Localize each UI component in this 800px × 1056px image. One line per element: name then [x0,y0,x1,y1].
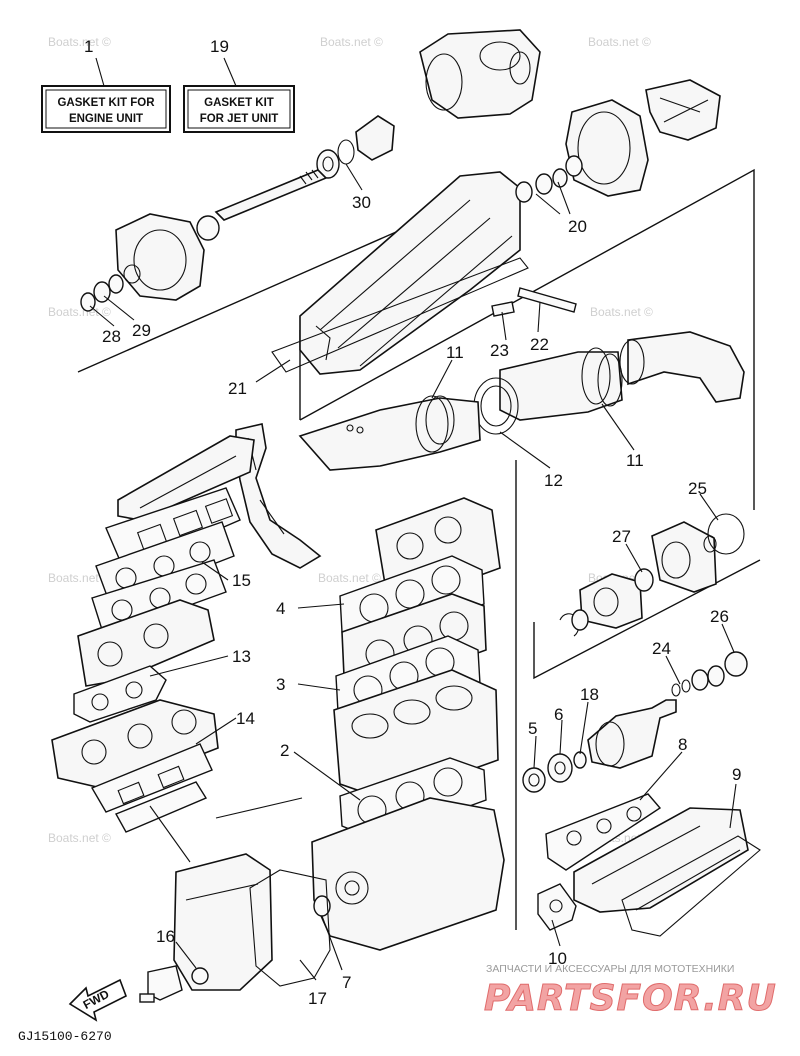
callout-3: 3 [276,675,285,694]
callout-23: 23 [490,341,509,360]
output-shaft [587,699,677,769]
kit-label-line1: GASKET KIT [204,97,274,109]
plate-23 [491,301,515,317]
diagram-code: GJ15100-6270 [18,1029,112,1044]
watermark: Boats.net © [48,305,111,319]
oil-seal [316,149,340,179]
callout-22: 22 [530,335,549,354]
callout-30: 30 [352,193,371,212]
ring-25 [707,513,745,555]
watermark: Boats.net © [590,305,653,319]
callout-4: 4 [276,599,285,618]
callout-19: 19 [210,37,229,56]
oil-seal-5 [522,767,546,793]
brand-tagline: ЗАПЧАСТИ И АКСЕССУАРЫ ДЛЯ МОТОТЕХНИКИ [486,963,734,975]
kit-label-line1: GASKET KIT FOR [57,97,155,109]
jet-pump-duct [299,171,521,375]
callout-26: 26 [710,607,729,626]
bolt-16 [191,967,209,985]
reed-valve-plate [51,699,219,791]
intermediate-housing [115,213,205,301]
impeller-housing [565,99,649,197]
gasket-14 [90,743,213,813]
callout-13: 13 [232,647,251,666]
callout-14: 14 [236,709,255,728]
impeller [645,79,721,141]
gasket-11b [415,395,449,453]
jet-unit-frame [77,168,761,930]
intake-parts [51,487,241,833]
cover-gasket-17 [249,869,331,987]
crankcase [311,797,505,951]
callout-16: 16 [156,927,175,946]
chamber-cover-9 [621,835,761,937]
kit-label-line2: FOR JET UNIT [200,113,279,125]
kit-label-engine: 1 GASKET KIT FOR ENGINE UNIT [41,37,171,133]
callout-20: 20 [568,217,587,236]
exhaust-chamber [573,807,749,913]
brand-watermark: ЗАПЧАСТИ И АКСЕССУАРЫ ДЛЯ МОТОТЕХНИКИ PA… [484,963,777,1020]
bearing-20 [515,181,533,203]
forward-arrow: FWD [68,978,128,1022]
callout-11b: 11 [626,451,644,470]
o-ring-24 [671,683,681,697]
drive-parts [522,513,761,937]
bearing-cap [355,115,395,161]
callout-27: 27 [612,527,631,546]
o-ring [337,139,355,165]
exhaust-pipe [235,423,322,569]
exhaust-gasket-8 [545,793,662,871]
callout-2: 2 [280,741,289,760]
drive-shaft [214,169,328,221]
watermark: Boats.net © [320,35,383,49]
watermark: Boats.net © [318,571,381,585]
watermark: Boats.net © [48,571,111,585]
bearing-26 [724,651,748,677]
callout-18: 18 [580,685,599,704]
gasket-13 [73,665,167,723]
callout-21: 21 [228,379,247,398]
steering-nozzle [419,29,541,119]
oil-seal-28 [80,292,96,312]
callout-1: 1 [84,37,93,56]
callout-25: 25 [688,479,707,498]
exhaust-parts [117,331,745,569]
leader-lines [89,163,737,981]
callout-numbers: 30 20 21 22 23 28 29 11 11 12 15 4 13 3 … [102,193,741,1008]
bearing-housing [651,521,717,593]
watermark: Boats.net © [48,35,111,49]
callout-5: 5 [528,719,537,738]
callout-15: 15 [232,571,251,590]
exhaust-elbow [627,331,745,403]
callout-24: 24 [652,639,671,658]
magneto-cover [173,853,273,991]
callout-17: 17 [308,989,327,1008]
gasket-11 [581,347,611,405]
gasket-10 [537,883,577,931]
bearing-27 [634,568,654,592]
callout-29: 29 [132,321,151,340]
callout-12: 12 [544,471,563,490]
callout-7: 7 [342,973,351,992]
kit-label-jet: 19 GASKET KIT FOR JET UNIT [183,37,295,133]
callout-9: 9 [732,765,741,784]
callout-8: 8 [678,735,687,754]
brand-name: PARTSFOR.RU [484,978,777,1019]
watermark: Boats.net © [48,831,111,845]
callout-6: 6 [554,705,563,724]
kit-label-line2: ENGINE UNIT [69,113,143,125]
engine-parts [139,497,505,1003]
callout-11a: 11 [446,343,464,362]
bearing-6 [547,753,573,783]
exhaust-manifold [117,435,255,521]
watermark: Boats.net © [588,35,651,49]
plate-22 [517,287,577,313]
jet-pump-parts [80,29,721,375]
callout-10: 10 [548,949,567,968]
callout-28: 28 [102,327,121,346]
